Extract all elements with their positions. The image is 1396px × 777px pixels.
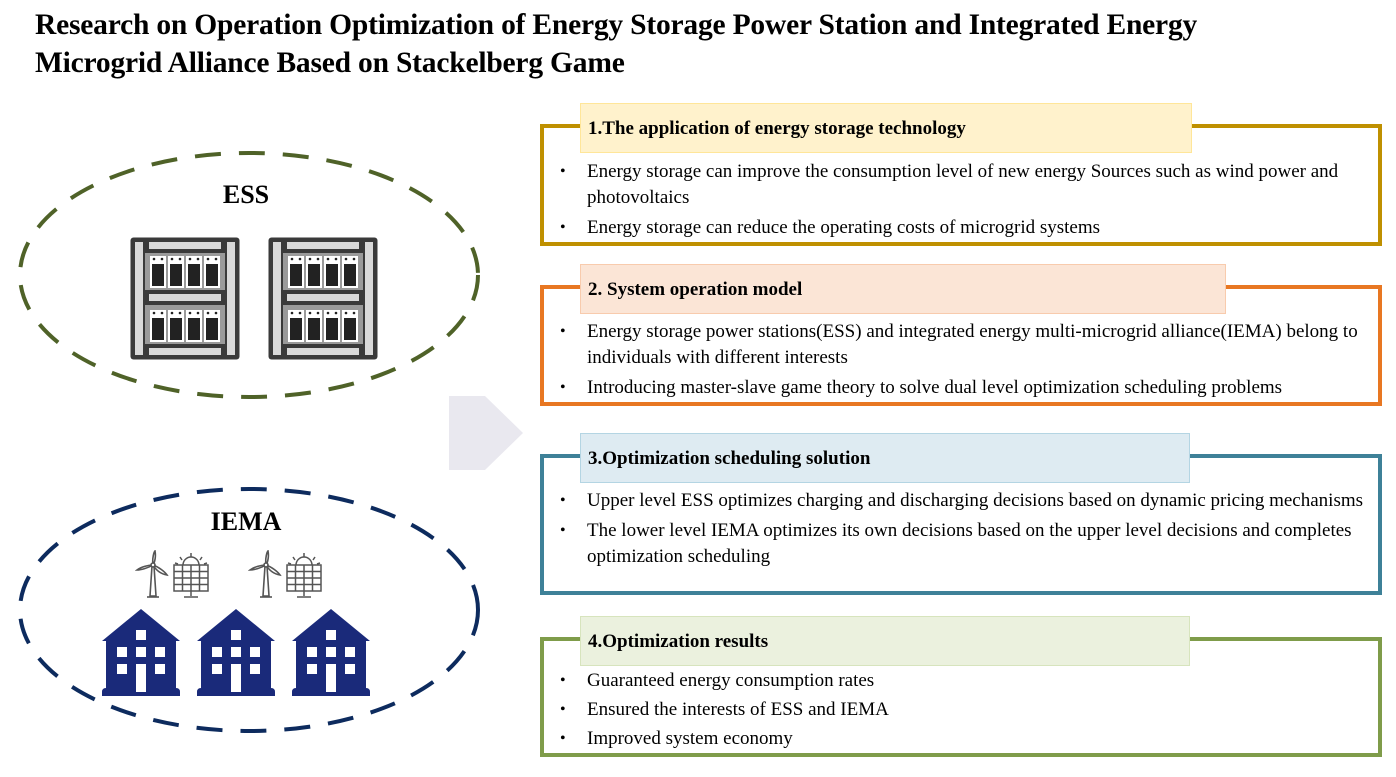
bullet-icon: • (560, 163, 566, 180)
bullet-item: • Guaranteed energy consumption rates (558, 668, 1368, 694)
bullet-item: • The lower level IEMA optimizes its own… (558, 518, 1368, 570)
solar-panel-icon (286, 553, 322, 598)
bullet-text: Introducing master-slave game theory to … (587, 377, 1283, 398)
bullet-text: Energy storage power stations(ESS) and i… (587, 321, 1358, 368)
battery-rack-icon (268, 237, 378, 360)
panel-header: 2. System operation model (580, 264, 1226, 314)
building-icon (197, 609, 275, 696)
bullet-icon: • (560, 492, 566, 509)
panel-optimization-results: 4.Optimization results • Guaranteed ener… (540, 616, 1382, 757)
chevron-right-arrow-icon (449, 396, 523, 470)
bullet-text: Ensured the interests of ESS and IEMA (587, 699, 889, 720)
bullet-item: • Energy storage can reduce the operatin… (558, 215, 1368, 241)
bullet-text: Energy storage can reduce the operating … (587, 217, 1101, 238)
panel-header: 4.Optimization results (580, 616, 1190, 666)
ess-ellipse (18, 151, 480, 399)
solar-panel-icon (173, 553, 209, 598)
wind-turbine-icon (248, 550, 282, 598)
panel-bullets: • Upper level ESS optimizes charging and… (558, 488, 1368, 574)
battery-rack-icon (130, 237, 240, 360)
title-line-2: Microgrid Alliance Based on Stackelberg … (35, 47, 625, 79)
wind-turbine-icon (135, 550, 169, 598)
panel-header: 1.The application of energy storage tech… (580, 103, 1192, 153)
bullet-text: Upper level ESS optimizes charging and d… (587, 490, 1364, 511)
bullet-item: • Introducing master-slave game theory t… (558, 375, 1368, 401)
panel-heading: 4.Optimization results (588, 631, 769, 652)
panel-system-operation-model: 2. System operation model • Energy stora… (540, 264, 1382, 406)
bullet-icon: • (560, 672, 566, 689)
bullet-text: Guaranteed energy consumption rates (587, 670, 875, 691)
building-icon (102, 609, 180, 696)
bullet-icon: • (560, 323, 566, 340)
iema-ellipse (18, 487, 480, 733)
panel-heading: 2. System operation model (588, 279, 803, 300)
bullet-item: • Ensured the interests of ESS and IEMA (558, 697, 1368, 723)
bullet-text: Energy storage can improve the consumpti… (587, 161, 1339, 208)
bullet-icon: • (560, 522, 566, 539)
title-line-1: Research on Operation Optimization of En… (35, 9, 1198, 41)
bullet-item: • Upper level ESS optimizes charging and… (558, 488, 1368, 514)
bullet-text: Improved system economy (587, 728, 793, 749)
panel-bullets: • Energy storage can improve the consump… (558, 159, 1368, 245)
panel-heading: 3.Optimization scheduling solution (588, 448, 871, 469)
bullet-icon: • (560, 730, 566, 747)
bullet-item: • Energy storage can improve the consump… (558, 159, 1368, 211)
bullet-icon: • (560, 379, 566, 396)
ess-label: ESS (222, 180, 270, 209)
bullet-text: The lower level IEMA optimizes its own d… (587, 520, 1352, 567)
bullet-icon: • (560, 701, 566, 718)
panel-bullets: • Guaranteed energy consumption rates • … (558, 668, 1368, 756)
panel-optimization-scheduling-solution: 3.Optimization scheduling solution • Upp… (540, 433, 1382, 595)
bullet-item: • Improved system economy (558, 726, 1368, 752)
panel-heading: 1.The application of energy storage tech… (588, 118, 966, 139)
panel-energy-storage-application: 1.The application of energy storage tech… (540, 103, 1382, 246)
bullet-item: • Energy storage power stations(ESS) and… (558, 319, 1368, 371)
iema-label: IEMA (210, 507, 282, 536)
panel-header: 3.Optimization scheduling solution (580, 433, 1190, 483)
bullet-icon: • (560, 219, 566, 236)
building-icon (292, 609, 370, 696)
page-title: Research on Operation Optimization of En… (35, 6, 1375, 82)
panel-bullets: • Energy storage power stations(ESS) and… (558, 319, 1368, 405)
